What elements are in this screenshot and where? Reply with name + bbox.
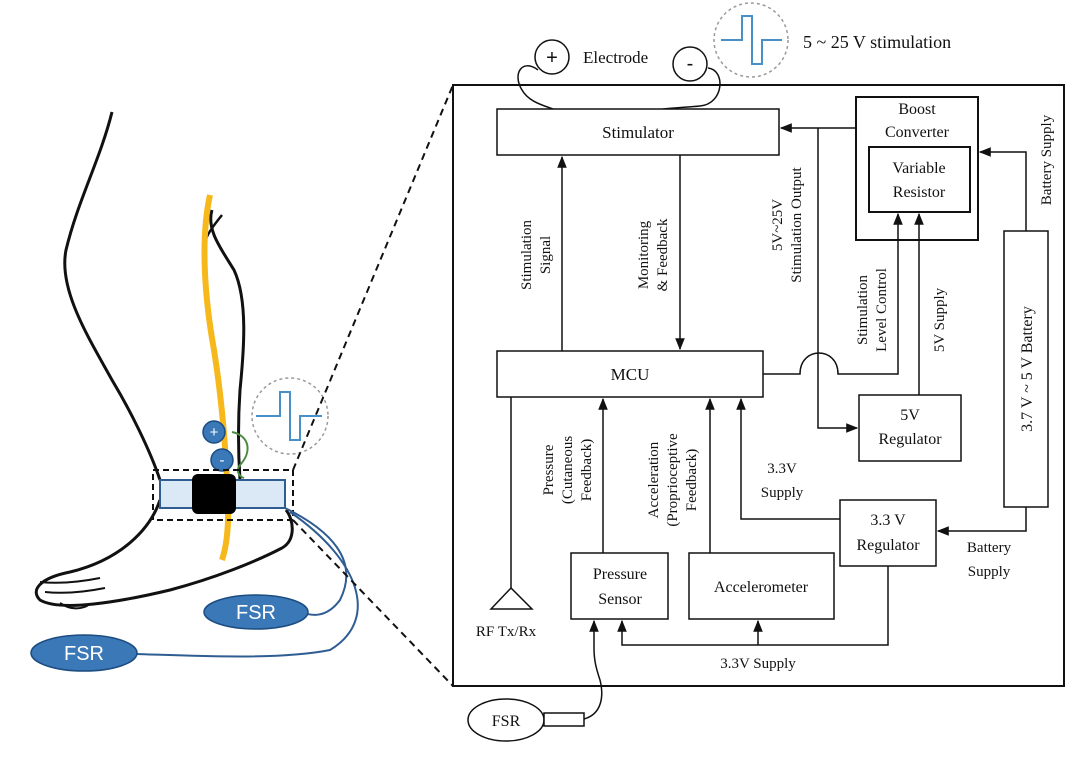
- reg5-label-line1: 5V: [900, 407, 920, 424]
- zoom-line-top: [292, 84, 454, 471]
- foot-outline: [34, 499, 294, 607]
- pressure-sensor-block: [570, 552, 669, 620]
- resistor-label-line1: Variable: [892, 160, 945, 177]
- signal-lines: [557, 123, 1027, 648]
- toe-lines: [39, 577, 106, 610]
- battery-block: [1003, 230, 1049, 508]
- pressure-feedback-line2: (Cutaneous: [560, 436, 576, 504]
- electrode-wire-green: [231, 431, 249, 479]
- fsr-toe-pad: [30, 634, 138, 672]
- stim-signal-label-line2: Signal: [538, 236, 554, 274]
- rf-label: RF Tx/Rx: [476, 624, 537, 640]
- regulator-5v-block: [858, 394, 962, 462]
- line-battery-to-3v3-reg: [936, 507, 1027, 536]
- stimulator-device: [192, 474, 236, 514]
- supply-33-label-line1: 3.3V: [767, 461, 797, 477]
- zoom-line-bottom: [292, 519, 454, 687]
- leg-minus-symbol: -: [220, 452, 225, 469]
- boost-label-line1: Boost: [898, 101, 936, 118]
- output-label-line1: 5V~25V: [770, 199, 786, 251]
- system-block-frame: [452, 84, 1065, 687]
- fsr-wire-heel: [284, 507, 348, 616]
- battery-label: 3.7 V ~ 5 V Battery: [1019, 306, 1036, 432]
- leg-outline-back: [63, 111, 162, 481]
- rf-antenna-icon: [489, 586, 534, 610]
- fsr-heel-label: FSR: [236, 602, 276, 624]
- stim-signal-label-line1: Stimulation: [519, 220, 535, 291]
- leg-plus-symbol: +: [210, 424, 219, 441]
- fsr-connector: [543, 712, 585, 727]
- line-output-to-5v-reg: [817, 128, 859, 433]
- output-label-line2: Stimulation Output: [789, 166, 805, 282]
- boost-label-line2: Converter: [885, 124, 950, 141]
- leg-plus-electrode: [202, 420, 226, 444]
- electrode-minus-symbol: -: [687, 53, 694, 75]
- electrode-plus: [534, 39, 570, 75]
- fsr-heel-pad: [203, 594, 309, 630]
- accel-feedback-line2: (Proprioceptive: [665, 433, 681, 527]
- fsr-cable: [583, 647, 603, 720]
- supply-33-bottom-label: 3.3V Supply: [720, 656, 796, 672]
- electrode-minus: [672, 46, 708, 82]
- electrode-header: + Electrode - 5 ~ 25 V stimulation: [517, 2, 951, 113]
- resistor-label-line2: Resistor: [893, 184, 946, 201]
- reg5-label-line2: Regulator: [878, 431, 942, 448]
- ankle-zoom-frame: [152, 469, 294, 521]
- reg33-label-line1: 3.3 V: [870, 512, 906, 529]
- line-battery-to-boost: [978, 147, 1027, 231]
- supply-5v-label: 5V Supply: [932, 287, 948, 352]
- mcu-block: [496, 350, 764, 398]
- leg-minus-electrode: [210, 448, 234, 472]
- mcu-label: MCU: [611, 365, 650, 384]
- line-3v3-to-mcu: [736, 397, 840, 520]
- pressure-sensor-line2: Sensor: [598, 591, 642, 608]
- level-label-line1: Stimulation: [855, 275, 871, 346]
- stimulator-block: [496, 108, 780, 156]
- biphasic-waveform-icon-small: [256, 391, 322, 441]
- variable-resistor-block: [868, 146, 971, 213]
- supply-33-label-line2: Supply: [761, 485, 804, 501]
- biphasic-waveform-icon: [721, 15, 782, 65]
- pressure-feedback-line1: Pressure: [541, 444, 557, 495]
- electrode-label: Electrode: [583, 48, 648, 67]
- line-mcu-level-control: [763, 212, 903, 375]
- reg33-label-line2: Regulator: [856, 537, 920, 554]
- line-3v3-bottom-bus: [617, 566, 889, 646]
- accelerometer-label: Accelerometer: [714, 579, 809, 596]
- pressure-feedback-line3: Feedback): [579, 439, 595, 501]
- regulator-3v3-block: [839, 499, 937, 567]
- battery-supply-top-label: Battery Supply: [1039, 114, 1055, 205]
- level-label-line2: Level Control: [874, 268, 890, 352]
- external-fsr-label: FSR: [492, 713, 521, 730]
- fsr-wire-toe: [135, 511, 359, 658]
- nerve-path: [201, 194, 232, 561]
- battery-supply-label-line2: Supply: [968, 564, 1011, 580]
- battery-supply-label-line1: Battery: [967, 540, 1012, 556]
- leg-illustration: + - FSR FSR: [30, 111, 359, 672]
- accel-feedback-line3: Feedback): [684, 449, 700, 511]
- accelerometer-block: [688, 552, 835, 620]
- stimulator-label: Stimulator: [602, 123, 674, 142]
- stimulation-range-label: 5 ~ 25 V stimulation: [803, 32, 951, 52]
- electrode-lead-left: [517, 65, 561, 113]
- electrode-plus-symbol: +: [546, 47, 558, 69]
- monitor-label-line2: & Feedback: [655, 218, 671, 291]
- accel-feedback-line1: Acceleration: [646, 441, 662, 518]
- fsr-toe-label: FSR: [64, 643, 104, 665]
- monitor-label-line1: Monitoring: [636, 220, 652, 289]
- pressure-sensor-line1: Pressure: [593, 566, 647, 583]
